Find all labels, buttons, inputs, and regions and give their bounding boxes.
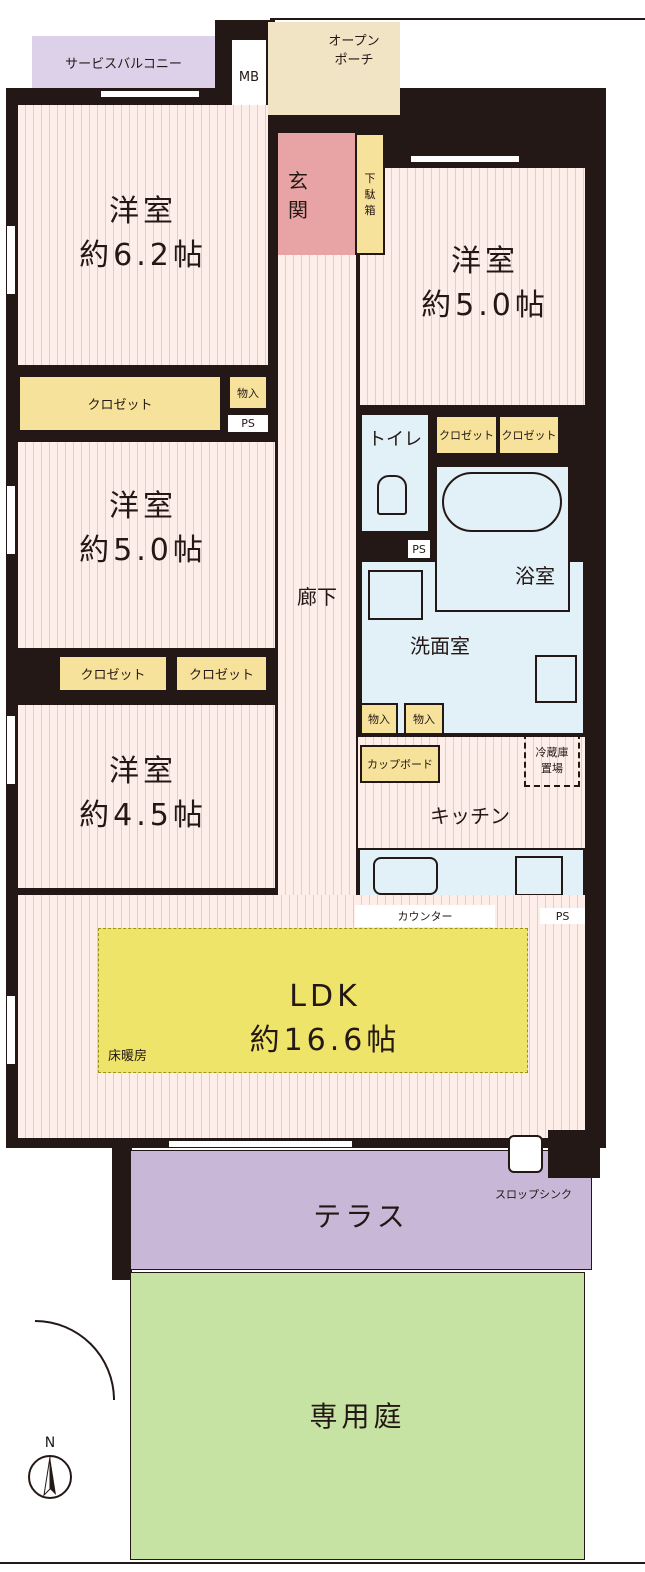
western-room-1 — [18, 105, 268, 365]
washroom-label: 洗面室 — [410, 634, 470, 658]
cupboard: カップボード — [360, 745, 440, 783]
fridge-space: 冷蔵庫 置場 — [524, 733, 580, 787]
closet-room-2a: クロゼット — [58, 655, 168, 692]
slop-sink-label: スロップシンク — [495, 1188, 572, 1201]
mb: MB — [232, 40, 266, 115]
boundary-line — [0, 1562, 645, 1564]
bath-label: 浴室 — [515, 564, 555, 588]
compass-icon — [28, 1455, 72, 1499]
storage-wash-2: 物入 — [404, 703, 444, 735]
western-room-3-label: 洋室約5.0帖 — [421, 244, 549, 323]
shoe-box: 下 駄 箱 — [355, 133, 385, 255]
window — [6, 485, 16, 555]
western-room-4 — [18, 705, 275, 888]
boundary-line — [270, 18, 645, 20]
service-balcony: サービスバルコニー — [32, 36, 215, 88]
storage-wash-1: 物入 — [360, 703, 398, 735]
window — [100, 90, 200, 98]
washing-machine-icon — [368, 570, 423, 620]
washbasin-icon — [535, 655, 577, 703]
counter-label: カウンター — [355, 905, 495, 927]
closet-room-1: クロゼット — [18, 375, 222, 432]
window — [6, 715, 16, 785]
sink-icon — [373, 857, 438, 895]
hallway-label: 廊下 — [297, 584, 337, 609]
closet-room-2b: クロゼット — [175, 655, 268, 692]
western-room-4-label: 洋室約4.5帖 — [79, 754, 207, 833]
wall-terrace-corner — [548, 1130, 600, 1178]
floor-heating-area — [98, 928, 528, 1073]
closet-room-3a: クロゼット — [435, 415, 498, 455]
stove-icon — [515, 856, 563, 896]
hallway — [278, 255, 356, 905]
bathtub-icon — [442, 472, 562, 532]
western-room-3 — [360, 168, 585, 405]
window — [6, 995, 16, 1065]
ps-toilet: PS — [408, 540, 430, 558]
gate-door-icon — [35, 1320, 115, 1400]
window — [410, 155, 520, 163]
slop-sink-icon — [508, 1135, 543, 1173]
storage: 物入 — [228, 375, 268, 410]
toilet-fixture-icon — [377, 475, 407, 515]
private-garden — [130, 1272, 585, 1560]
window — [168, 1140, 353, 1148]
garden-label: 専用庭 — [309, 1400, 406, 1433]
closet-room-3b: クロゼット — [498, 415, 560, 455]
kitchen-label: キッチン — [430, 804, 510, 828]
ps: PS — [228, 415, 268, 432]
western-room-2-label: 洋室約5.0帖 — [79, 489, 207, 568]
open-porch: オープン ポーチ — [268, 22, 400, 115]
ps-kitchen: PS — [540, 908, 585, 924]
wall-bottom-left — [112, 1140, 132, 1280]
wall-corner — [395, 115, 595, 175]
genkan: 玄 関 — [278, 133, 355, 255]
terrace-label: テラス — [313, 1200, 409, 1233]
toilet-label: トイレ — [368, 429, 422, 450]
western-room-2 — [18, 442, 275, 648]
window — [6, 225, 16, 295]
compass-north-label: N — [44, 1435, 56, 1451]
western-room-1-label: 洋室約6.2帖 — [79, 194, 207, 273]
floor-heating-label: 床暖房 — [108, 1049, 148, 1064]
